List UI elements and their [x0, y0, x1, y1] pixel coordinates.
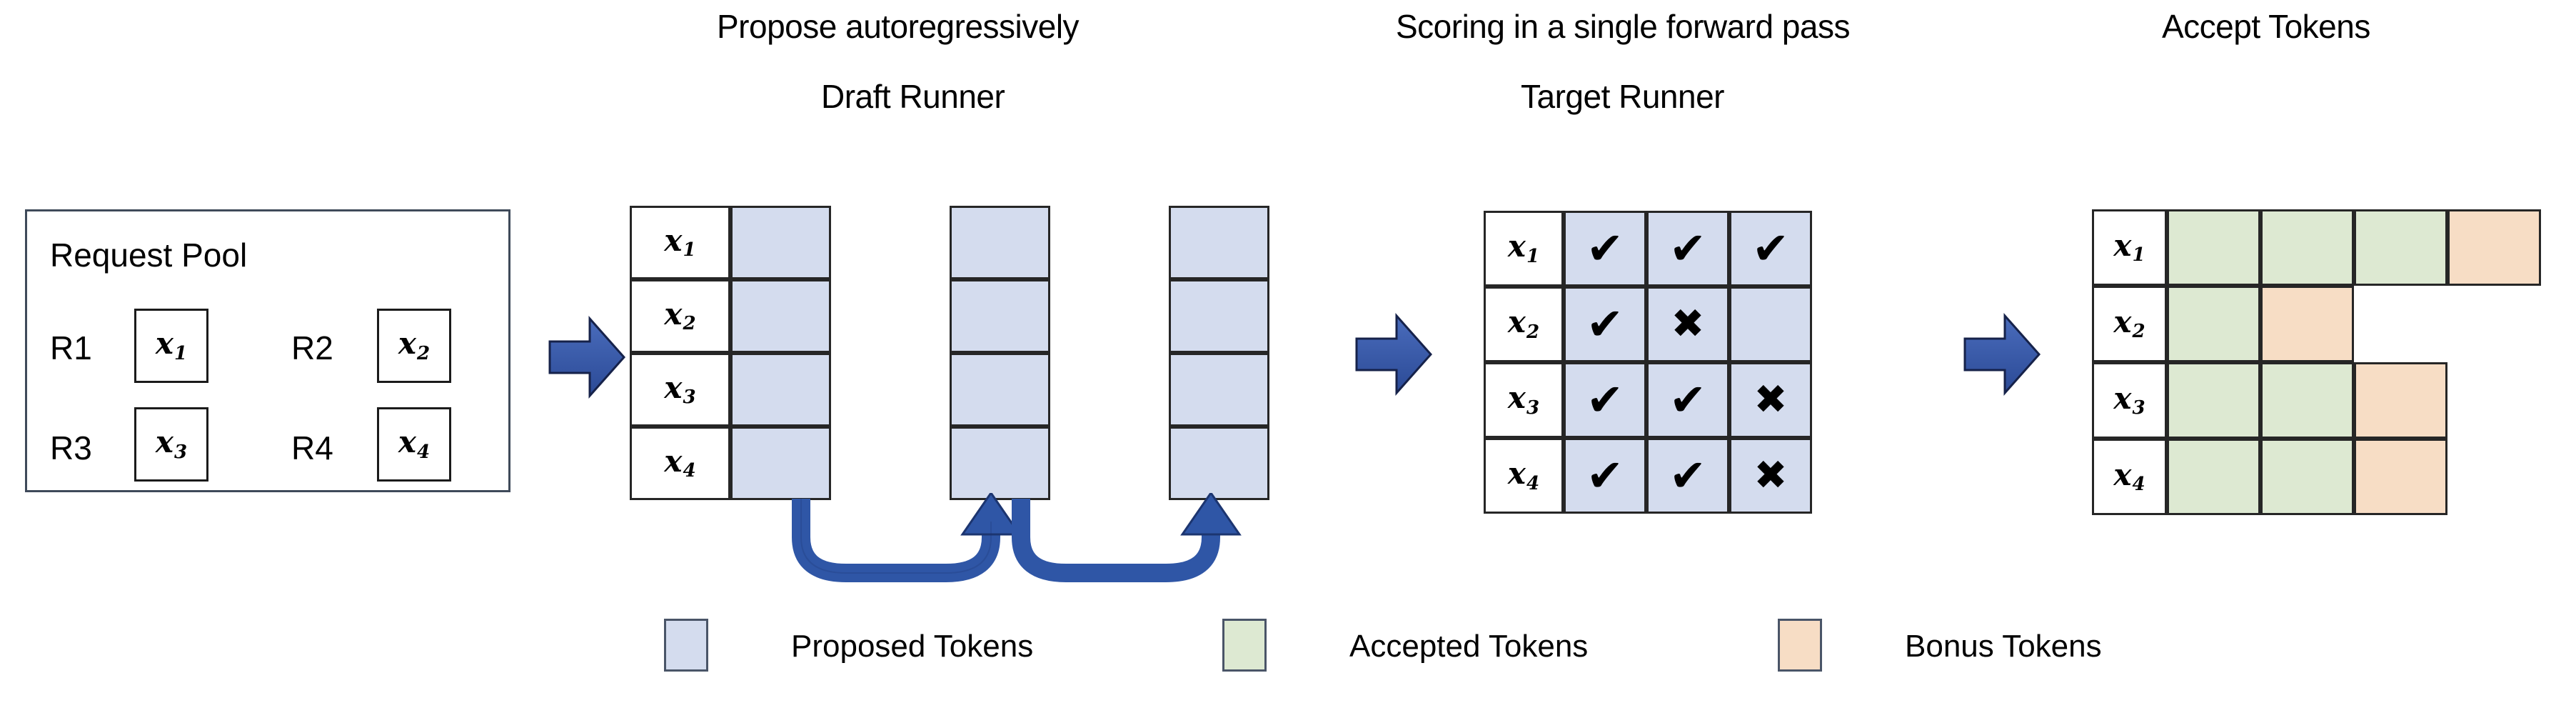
draft-cell-s3-r3 — [1169, 353, 1269, 427]
draft-row-label-1: x1 — [630, 206, 730, 279]
check-icon: ✔ — [1669, 374, 1706, 426]
request-label-r2: R2 — [291, 329, 333, 367]
request-token-box-r4: x4 — [377, 407, 451, 482]
draft-cell-s2-r3 — [950, 353, 1050, 427]
request-label-r3: R3 — [50, 429, 92, 467]
accept-cell-r2-c1 — [2167, 286, 2260, 362]
target-cell-r3-c2: ✔ — [1646, 362, 1729, 438]
target-cell-r1-c2: ✔ — [1646, 211, 1729, 286]
draft-cell-s3-r2 — [1169, 279, 1269, 353]
draft-row-label-2: x2 — [630, 279, 730, 353]
target-cell-r2-c1: ✔ — [1564, 286, 1646, 362]
accept-cell-r4-c2 — [2260, 439, 2354, 515]
accept-cell-r3-c3-bonus — [2354, 362, 2447, 439]
target-cell-r2-c3 — [1729, 286, 1812, 362]
target-row-label-2: x2 — [1484, 286, 1564, 362]
draft-cell-s1-r4 — [730, 427, 831, 500]
target-cell-r1-c1: ✔ — [1564, 211, 1646, 286]
flow-arrow-1 — [548, 314, 627, 400]
check-icon: ✔ — [1586, 298, 1624, 350]
draft-runner-title: Draft Runner — [821, 78, 1005, 115]
token-x1: x1 — [155, 326, 188, 364]
target-cell-r4-c1: ✔ — [1564, 438, 1646, 514]
draft-row-label-4: x4 — [630, 427, 730, 500]
token-x4: x4 — [398, 424, 431, 463]
accept-cell-r3-c2 — [2260, 362, 2354, 439]
target-section-caption: Scoring in a single forward pass — [1396, 8, 1851, 45]
token-x2: x2 — [398, 326, 431, 364]
legend-label-proposed: Proposed Tokens — [791, 629, 1034, 664]
check-icon: ✔ — [1586, 222, 1624, 274]
accept-cell-r3-c1 — [2167, 362, 2260, 439]
legend-label-accepted: Accepted Tokens — [1349, 629, 1589, 664]
request-pool-title: Request Pool — [50, 236, 248, 274]
accept-cell-r4-c3-bonus — [2354, 439, 2447, 515]
draft-cell-s2-r4 — [950, 427, 1050, 500]
draft-cell-s2-r1 — [950, 206, 1050, 279]
draft-loop-arrow-2 — [1005, 493, 1255, 600]
draft-cell-s2-r2 — [950, 279, 1050, 353]
target-runner-title: Target Runner — [1521, 78, 1725, 115]
cross-icon: ✖ — [1754, 377, 1788, 423]
cross-icon: ✖ — [1754, 452, 1788, 499]
draft-cell-s1-r1 — [730, 206, 831, 279]
target-cell-r3-c3: ✖ — [1729, 362, 1812, 438]
accept-cell-r2-c2-bonus — [2260, 286, 2354, 362]
target-row-label-3: x3 — [1484, 362, 1564, 438]
accept-cell-r1-c3 — [2354, 209, 2447, 286]
accept-row-label-4: x4 — [2092, 439, 2167, 515]
legend-label-bonus: Bonus Tokens — [1905, 629, 2102, 664]
accept-row-label-3: x3 — [2092, 362, 2167, 439]
target-cell-r1-c3: ✔ — [1729, 211, 1812, 286]
accept-cell-r4-c1 — [2167, 439, 2260, 515]
request-label-r4: R4 — [291, 429, 333, 467]
target-cell-r2-c2: ✖ — [1646, 286, 1729, 362]
draft-loop-arrow-1 — [785, 493, 1035, 600]
target-cell-r4-c3: ✖ — [1729, 438, 1812, 514]
accept-cell-r1-c1 — [2167, 209, 2260, 286]
check-icon: ✔ — [1669, 222, 1706, 274]
flow-arrow-2 — [1355, 311, 1434, 397]
token-x3: x3 — [155, 424, 188, 463]
legend-swatch-accepted — [1222, 619, 1267, 672]
target-row-label-1: x1 — [1484, 211, 1564, 286]
draft-section-caption: Propose autoregressively — [717, 8, 1080, 45]
request-label-r1: R1 — [50, 329, 92, 367]
accept-section-caption: Accept Tokens — [2162, 8, 2370, 45]
check-icon: ✔ — [1669, 449, 1706, 502]
request-token-box-r3: x3 — [134, 407, 208, 482]
target-cell-r4-c2: ✔ — [1646, 438, 1729, 514]
check-icon: ✔ — [1752, 222, 1789, 274]
target-row-label-4: x4 — [1484, 438, 1564, 514]
accept-row-label-2: x2 — [2092, 286, 2167, 362]
request-token-box-r2: x2 — [377, 309, 451, 383]
accept-cell-r1-c2 — [2260, 209, 2354, 286]
accept-row-label-1: x1 — [2092, 209, 2167, 286]
request-token-box-r1: x1 — [134, 309, 208, 383]
cross-icon: ✖ — [1671, 301, 1705, 347]
draft-cell-s3-r4 — [1169, 427, 1269, 500]
draft-cell-s1-r2 — [730, 279, 831, 353]
legend-swatch-proposed — [664, 619, 708, 672]
target-cell-r3-c1: ✔ — [1564, 362, 1646, 438]
draft-row-label-3: x3 — [630, 353, 730, 427]
accept-cell-r1-c4-bonus — [2447, 209, 2541, 286]
draft-cell-s3-r1 — [1169, 206, 1269, 279]
draft-cell-s1-r3 — [730, 353, 831, 427]
legend-swatch-bonus — [1778, 619, 1822, 672]
check-icon: ✔ — [1586, 374, 1624, 426]
flow-arrow-3 — [1963, 311, 2042, 397]
check-icon: ✔ — [1586, 449, 1624, 502]
